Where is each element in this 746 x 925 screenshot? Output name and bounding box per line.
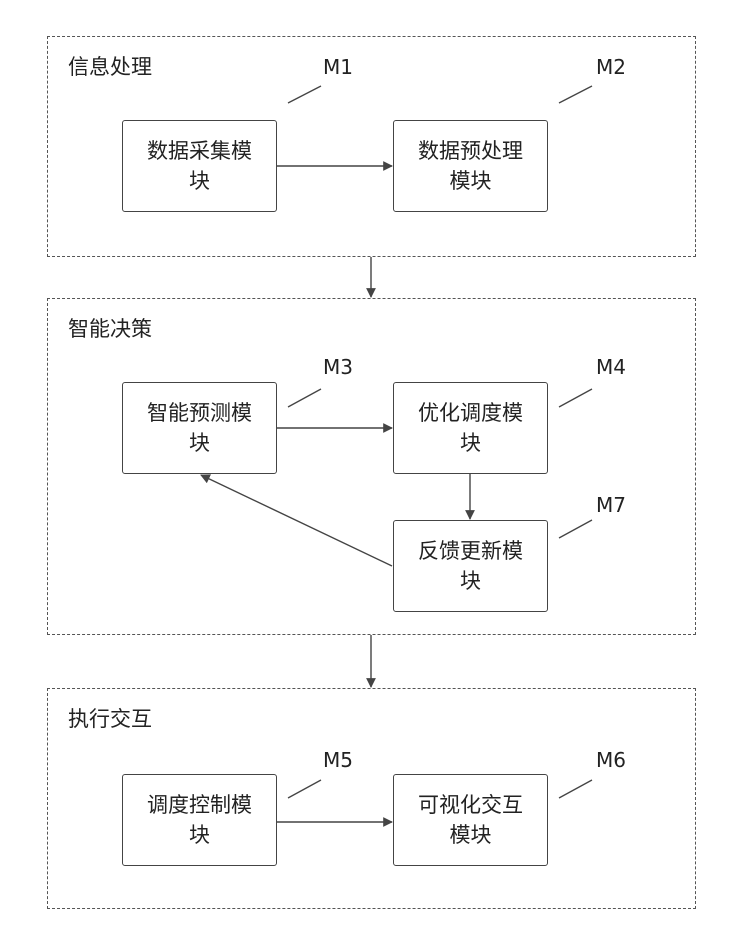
module-m7-line2: 块 (418, 566, 523, 596)
module-m3-line2: 块 (147, 428, 252, 458)
module-m3-intelligent-prediction: 智能预测模块 (122, 382, 277, 474)
module-m4-line2: 块 (418, 428, 523, 458)
module-m7-line1: 反馈更新模 (418, 536, 523, 566)
group-title-decision: 智能决策 (68, 313, 152, 343)
module-m5-scheduling-control: 调度控制模块 (122, 774, 277, 866)
module-m6-line2: 模块 (418, 820, 523, 850)
label-m4: M4 (596, 355, 626, 379)
module-m1-data-collection: 数据采集模块 (122, 120, 277, 212)
module-m1-line1: 数据采集模 (147, 136, 252, 166)
module-m2-data-preprocessing: 数据预处理模块 (393, 120, 548, 212)
module-m3-line1: 智能预测模 (147, 398, 252, 428)
module-m2-line1: 数据预处理 (418, 136, 523, 166)
module-m4-optimization-scheduling: 优化调度模块 (393, 382, 548, 474)
module-m5-line2: 块 (147, 820, 252, 850)
module-m6-visual-interaction: 可视化交互模块 (393, 774, 548, 866)
label-m3: M3 (323, 355, 353, 379)
module-m6-line1: 可视化交互 (418, 790, 523, 820)
label-m2: M2 (596, 55, 626, 79)
label-m5: M5 (323, 748, 353, 772)
module-m4-line1: 优化调度模 (418, 398, 523, 428)
group-title-info: 信息处理 (68, 51, 152, 81)
module-m1-line2: 块 (147, 166, 252, 196)
label-m6: M6 (596, 748, 626, 772)
module-m7-feedback-update: 反馈更新模块 (393, 520, 548, 612)
label-m1: M1 (323, 55, 353, 79)
group-title-exec: 执行交互 (68, 703, 152, 733)
label-m7: M7 (596, 493, 626, 517)
module-m5-line1: 调度控制模 (147, 790, 252, 820)
module-m2-line2: 模块 (418, 166, 523, 196)
